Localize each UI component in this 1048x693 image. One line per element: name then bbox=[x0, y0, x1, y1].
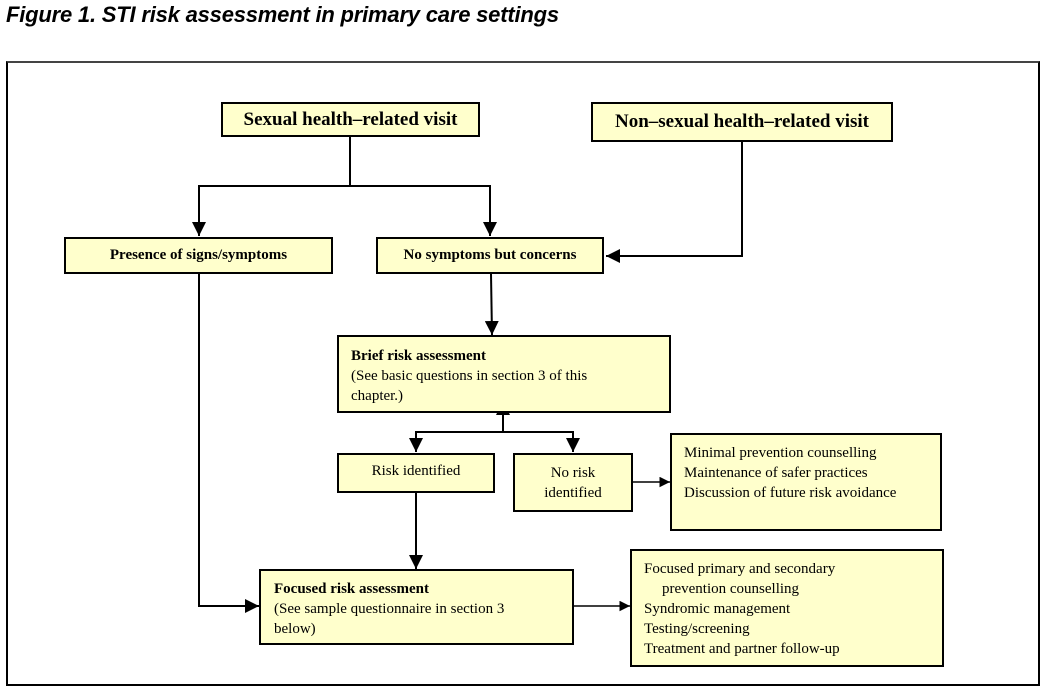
edge-signs-to-focused bbox=[198, 274, 259, 613]
node-label: No symptoms but concerns bbox=[403, 247, 577, 263]
node-minimal-prevention: Minimal prevention counselling Maintenan… bbox=[670, 433, 942, 531]
node-text-line: Testing/screening bbox=[644, 621, 750, 637]
node-heading: Focused risk assessment bbox=[274, 581, 430, 597]
node-label-line: No risk bbox=[550, 464, 596, 481]
edge-brief-to-norisk bbox=[503, 431, 580, 452]
node-presence-of-signs-symptoms: Presence of signs/symptoms bbox=[64, 237, 333, 274]
node-text-line: Syndromic management bbox=[644, 601, 791, 617]
node-text-line: chapter.) bbox=[351, 388, 404, 404]
node-text-line: Maintenance of safer practices bbox=[684, 465, 868, 481]
node-text-line: Focused primary and secondary bbox=[644, 561, 836, 577]
node-label: Risk identified bbox=[371, 463, 461, 479]
node-no-symptoms-but-concerns: No symptoms but concerns bbox=[376, 237, 604, 274]
node-brief-risk-assessment: Brief risk assessment (See basic questio… bbox=[337, 335, 671, 413]
figure-title: Figure 1. STI risk assessment in primary… bbox=[6, 2, 559, 27]
edge-brief-to-risk bbox=[409, 431, 503, 452]
node-text-line: (See basic questions in section 3 of thi… bbox=[351, 368, 588, 384]
node-label: Sexual health–related visit bbox=[243, 108, 458, 130]
edge-nosymptoms-to-brief bbox=[484, 273, 499, 336]
node-text-line: Discussion of future risk avoidance bbox=[684, 485, 897, 501]
edge-sexual-to-signs bbox=[192, 185, 350, 236]
diagram-frame bbox=[6, 61, 1040, 686]
node-no-risk-identified: No risk identified bbox=[513, 453, 633, 512]
edge-sexual-to-nosymptoms bbox=[350, 185, 497, 236]
node-label: Non–sexual health–related visit bbox=[614, 111, 870, 132]
node-text-line: Treatment and partner follow-up bbox=[644, 641, 840, 657]
node-management-actions: Focused primary and secondary prevention… bbox=[630, 549, 944, 667]
node-text-line: Minimal prevention counselling bbox=[684, 445, 877, 461]
node-heading: Brief risk assessment bbox=[351, 348, 486, 364]
node-sexual-health-visit: Sexual health–related visit bbox=[221, 102, 480, 137]
edge-nonsexual-to-nosymptoms bbox=[606, 141, 743, 263]
node-non-sexual-health-visit: Non–sexual health–related visit bbox=[591, 102, 893, 142]
node-focused-risk-assessment: Focused risk assessment (See sample ques… bbox=[259, 569, 574, 645]
node-text-line: prevention counselling bbox=[662, 581, 800, 597]
node-label-line: identified bbox=[544, 484, 602, 501]
node-text-line: (See sample questionnaire in section 3 bbox=[274, 601, 505, 617]
node-risk-identified: Risk identified bbox=[337, 453, 495, 493]
node-text-line: below) bbox=[274, 621, 316, 637]
node-label: Presence of signs/symptoms bbox=[109, 247, 288, 263]
